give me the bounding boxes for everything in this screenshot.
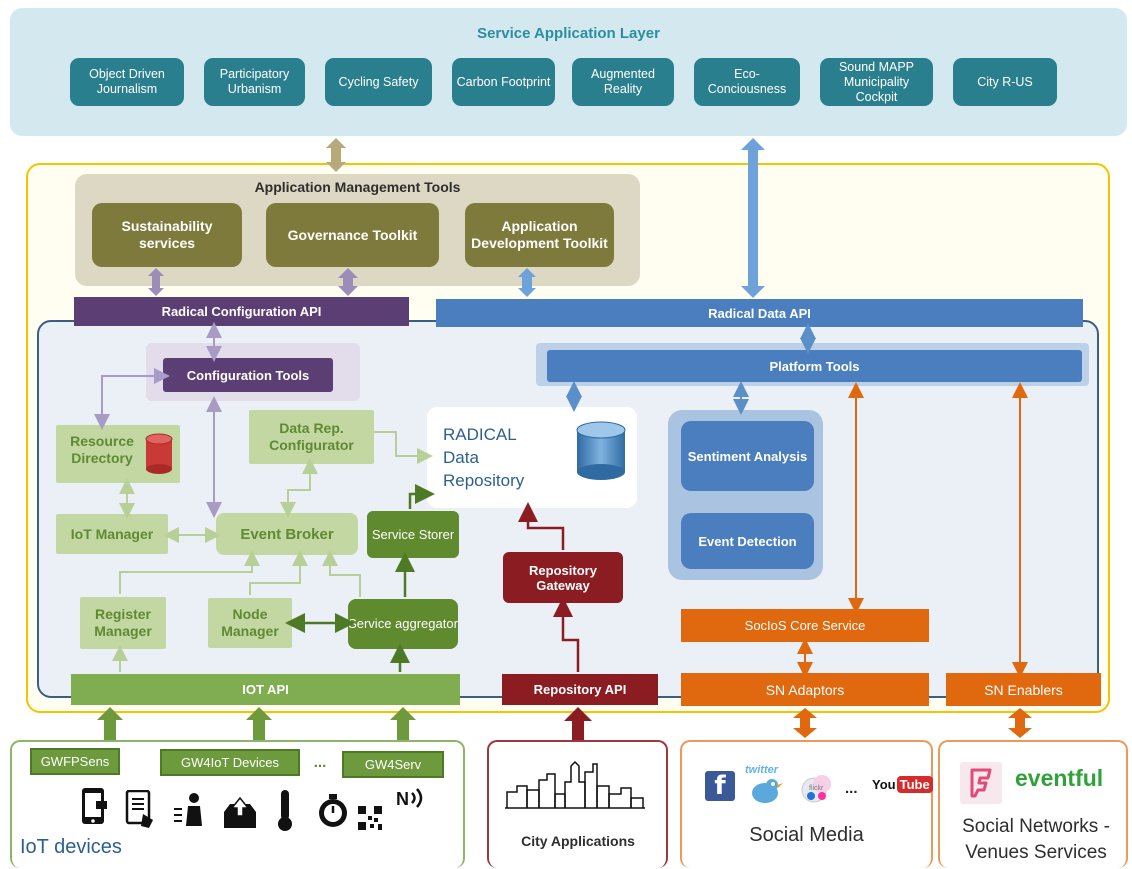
gateway-gw4iot-devices[interactable]: GW4IoT Devices — [160, 749, 300, 776]
mobile-phone-icon — [80, 787, 108, 833]
facebook-icon: f — [705, 771, 735, 801]
youtube-icon: You Tube — [872, 776, 933, 793]
gateway-gw4serv[interactable]: GW4Serv — [342, 751, 444, 778]
app-sound-mapp-municipality-cockpit[interactable]: Sound MAPP Municipality Cockpit — [820, 58, 933, 106]
stopwatch-icon — [316, 793, 350, 834]
upload-tray-icon — [222, 796, 258, 835]
radical-data-api-label: Radical Data API — [708, 305, 811, 321]
youtube-tube-text: Tube — [896, 776, 933, 793]
iot-devices-panel — [10, 740, 465, 868]
gateway-ellipsis: ... — [313, 753, 327, 771]
social-media-label: Social Media — [749, 823, 864, 846]
app-eco-conciousness[interactable]: Eco-Conciousness — [694, 58, 800, 106]
twitter-logo-text: twitter — [745, 764, 778, 776]
venues-services-panel — [938, 740, 1128, 868]
database-cylinder-icon — [145, 433, 173, 474]
app-cycling-safety[interactable]: Cycling Safety — [325, 58, 432, 106]
app-object-driven-journalism[interactable]: Object Driven Journalism — [70, 58, 184, 106]
sn-adaptors[interactable]: SN Adaptors — [681, 673, 929, 706]
social-ellipsis: ... — [845, 780, 858, 797]
register-manager[interactable]: Register Manager — [80, 597, 166, 649]
governance-toolkit[interactable]: Governance Toolkit — [266, 203, 439, 267]
qr-code-icon — [358, 806, 382, 835]
city-applications-panel — [487, 740, 668, 868]
nfc-signal-icon: N — [396, 783, 430, 818]
app-city-r-us[interactable]: City R-US — [953, 58, 1057, 106]
configuration-tools[interactable]: Configuration Tools — [163, 358, 333, 392]
iot-manager[interactable]: IoT Manager — [56, 514, 168, 554]
iot-api[interactable]: IOT API — [71, 674, 460, 705]
flickr-icon: flickr — [800, 772, 840, 811]
radical-data-repository-label: RADICAL Data Repository — [443, 425, 525, 490]
app-carbon-footprint[interactable]: Carbon Footprint — [452, 58, 555, 106]
resource-directory[interactable]: Resource Directory — [56, 425, 180, 483]
venues-services-label: Social Networks - Venues Services — [962, 816, 1110, 863]
tablet-touch-icon — [125, 789, 157, 835]
person-sensor-icon — [172, 792, 206, 833]
svg-text:N: N — [396, 789, 409, 809]
thermometer-icon — [275, 788, 295, 837]
repository-api[interactable]: Repository API — [502, 674, 658, 705]
service-application-layer — [10, 8, 1127, 136]
twitter-icon: twitter — [745, 764, 785, 811]
platform-tools[interactable]: Platform Tools — [547, 350, 1082, 382]
sentiment-analysis[interactable]: Sentiment Analysis — [681, 421, 814, 491]
sustainability-services[interactable]: Sustainability services — [92, 203, 242, 267]
config-api-overlay — [74, 297, 409, 326]
event-detection[interactable]: Event Detection — [681, 513, 814, 569]
application-management-tools-title: Application Management Tools — [254, 179, 461, 195]
service-layer-title: Service Application Layer — [477, 24, 660, 42]
data-api-overlay — [436, 299, 1083, 327]
app-augmented-reality[interactable]: Augmented Reality — [572, 58, 674, 106]
eventful-logo: eventful — [1015, 765, 1104, 791]
app-participatory-urbanism[interactable]: Participatory Urbanism — [204, 58, 305, 106]
social-media-panel — [680, 740, 933, 868]
application-development-toolkit[interactable]: Application Development Toolkit — [465, 203, 614, 267]
service-storer[interactable]: Service Storer — [367, 511, 459, 558]
repository-gateway[interactable]: Repository Gateway — [503, 552, 623, 603]
flickr-logo-text: flickr — [809, 785, 824, 792]
database-icon — [576, 421, 626, 480]
radical-configuration-api-label: Radical Configuration API — [161, 304, 322, 319]
data-rep-configurator[interactable]: Data Rep. Configurator — [249, 410, 374, 464]
sn-enablers[interactable]: SN Enablers — [946, 673, 1101, 706]
service-aggregator[interactable]: Service aggregator — [348, 599, 458, 649]
socios-core-service[interactable]: SocIoS Core Service — [681, 609, 929, 642]
foursquare-icon — [960, 762, 1002, 804]
youtube-you-text: You — [872, 777, 896, 792]
radical-data-repository[interactable]: RADICAL Data Repository — [427, 407, 637, 508]
node-manager[interactable]: Node Manager — [208, 598, 292, 648]
gateway-gwfpsens[interactable]: GWFPSens — [30, 748, 120, 775]
iot-devices-label: IoT devices — [20, 836, 122, 858]
city-applications-label: City Applications — [521, 832, 635, 849]
city-skyline-icon — [505, 760, 645, 809]
event-broker[interactable]: Event Broker — [216, 513, 358, 555]
resource-directory-label: Resource Directory — [70, 433, 134, 466]
